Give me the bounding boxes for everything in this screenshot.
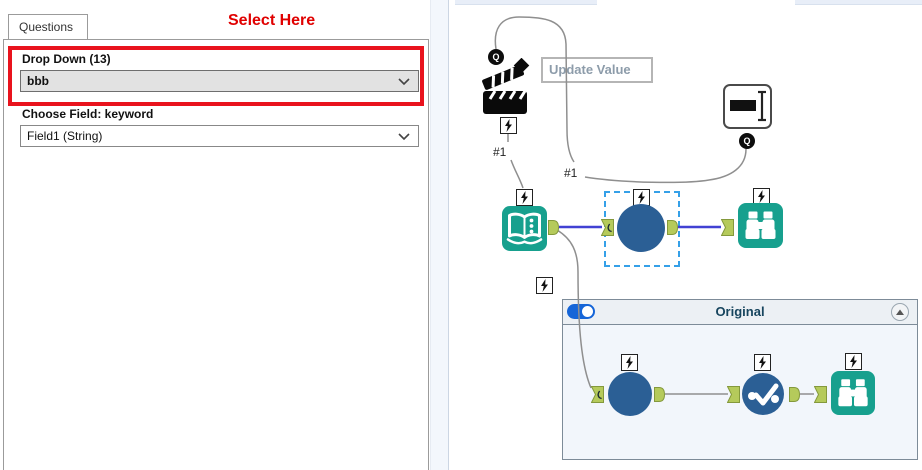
choose-field-label: Choose Field: keyword: [22, 107, 154, 121]
canvas-top-edge-left: [455, 0, 597, 5]
tab-questions-label: Questions: [19, 20, 74, 34]
output-anchor[interactable]: [789, 387, 801, 407]
browse-icon: [838, 379, 868, 407]
input-anchor[interactable]: [720, 219, 734, 241]
container-title: Original: [715, 304, 765, 319]
lightning-anchor-icon: [516, 189, 533, 206]
browse-tool[interactable]: [738, 203, 783, 248]
input-data-tool[interactable]: [502, 206, 547, 251]
canvas-top-edge-right: [795, 0, 922, 5]
lightning-anchor-icon: [621, 354, 638, 371]
lightning-anchor[interactable]: [536, 277, 553, 294]
update-value-label: Update Value: [541, 57, 653, 83]
macro-check-tool[interactable]: [742, 373, 784, 415]
panel-scrollbar-gutter[interactable]: [430, 0, 449, 470]
input-data-icon: [506, 212, 543, 245]
collapse-icon: [896, 309, 904, 315]
lightning-anchor[interactable]: [516, 189, 533, 206]
lightning-anchor[interactable]: [621, 354, 638, 371]
text-box-icon: [730, 90, 766, 122]
lightning-anchor[interactable]: [845, 353, 862, 370]
action-tool[interactable]: [478, 57, 534, 118]
questions-panel: [3, 39, 429, 470]
dropdown-field1[interactable]: Field1 (String): [20, 125, 419, 147]
collapse-button[interactable]: [891, 303, 909, 321]
annotation-select-here: Select Here: [228, 12, 316, 29]
dropdown-field1-value: Field1 (String): [27, 129, 103, 143]
output-anchor[interactable]: [654, 387, 666, 407]
lightning-anchor-icon: [536, 277, 553, 294]
browse-tool[interactable]: [831, 371, 875, 415]
output-anchor[interactable]: [548, 220, 560, 240]
input-anchor[interactable]: [600, 219, 614, 241]
dropdown-bbb[interactable]: bbb: [20, 70, 419, 92]
lightning-anchor[interactable]: [500, 117, 517, 134]
chevron-down-icon: [398, 78, 410, 86]
connection-label: #1: [564, 166, 578, 180]
action-clapperboard-icon: [482, 57, 530, 114]
container-toggle[interactable]: [567, 304, 595, 319]
dropdown-question-label: Drop Down (13): [22, 52, 111, 66]
macro-tool[interactable]: [617, 204, 665, 252]
output-anchor[interactable]: [667, 220, 679, 240]
connection-label: #1: [493, 145, 507, 159]
input-anchor[interactable]: [726, 386, 740, 408]
chevron-down-icon: [398, 133, 410, 141]
lightning-anchor-icon: [754, 354, 771, 371]
browse-icon: [745, 211, 776, 239]
lightning-anchor-icon: [500, 117, 517, 134]
lightning-anchor[interactable]: [754, 354, 771, 371]
container-header[interactable]: Original: [563, 300, 917, 325]
toggle-knob: [581, 305, 594, 318]
tab-questions[interactable]: Questions: [8, 14, 88, 39]
text-box-tool[interactable]: [723, 84, 772, 129]
lightning-anchor-icon: [845, 353, 862, 370]
macro-check-icon: [742, 373, 784, 415]
macro-tool[interactable]: [608, 372, 652, 416]
input-anchor[interactable]: [590, 386, 604, 408]
question-anchor[interactable]: Q: [739, 133, 755, 149]
input-anchor[interactable]: [813, 386, 827, 408]
dropdown-bbb-value: bbb: [27, 74, 49, 88]
question-anchor-icon: Q: [743, 136, 751, 146]
